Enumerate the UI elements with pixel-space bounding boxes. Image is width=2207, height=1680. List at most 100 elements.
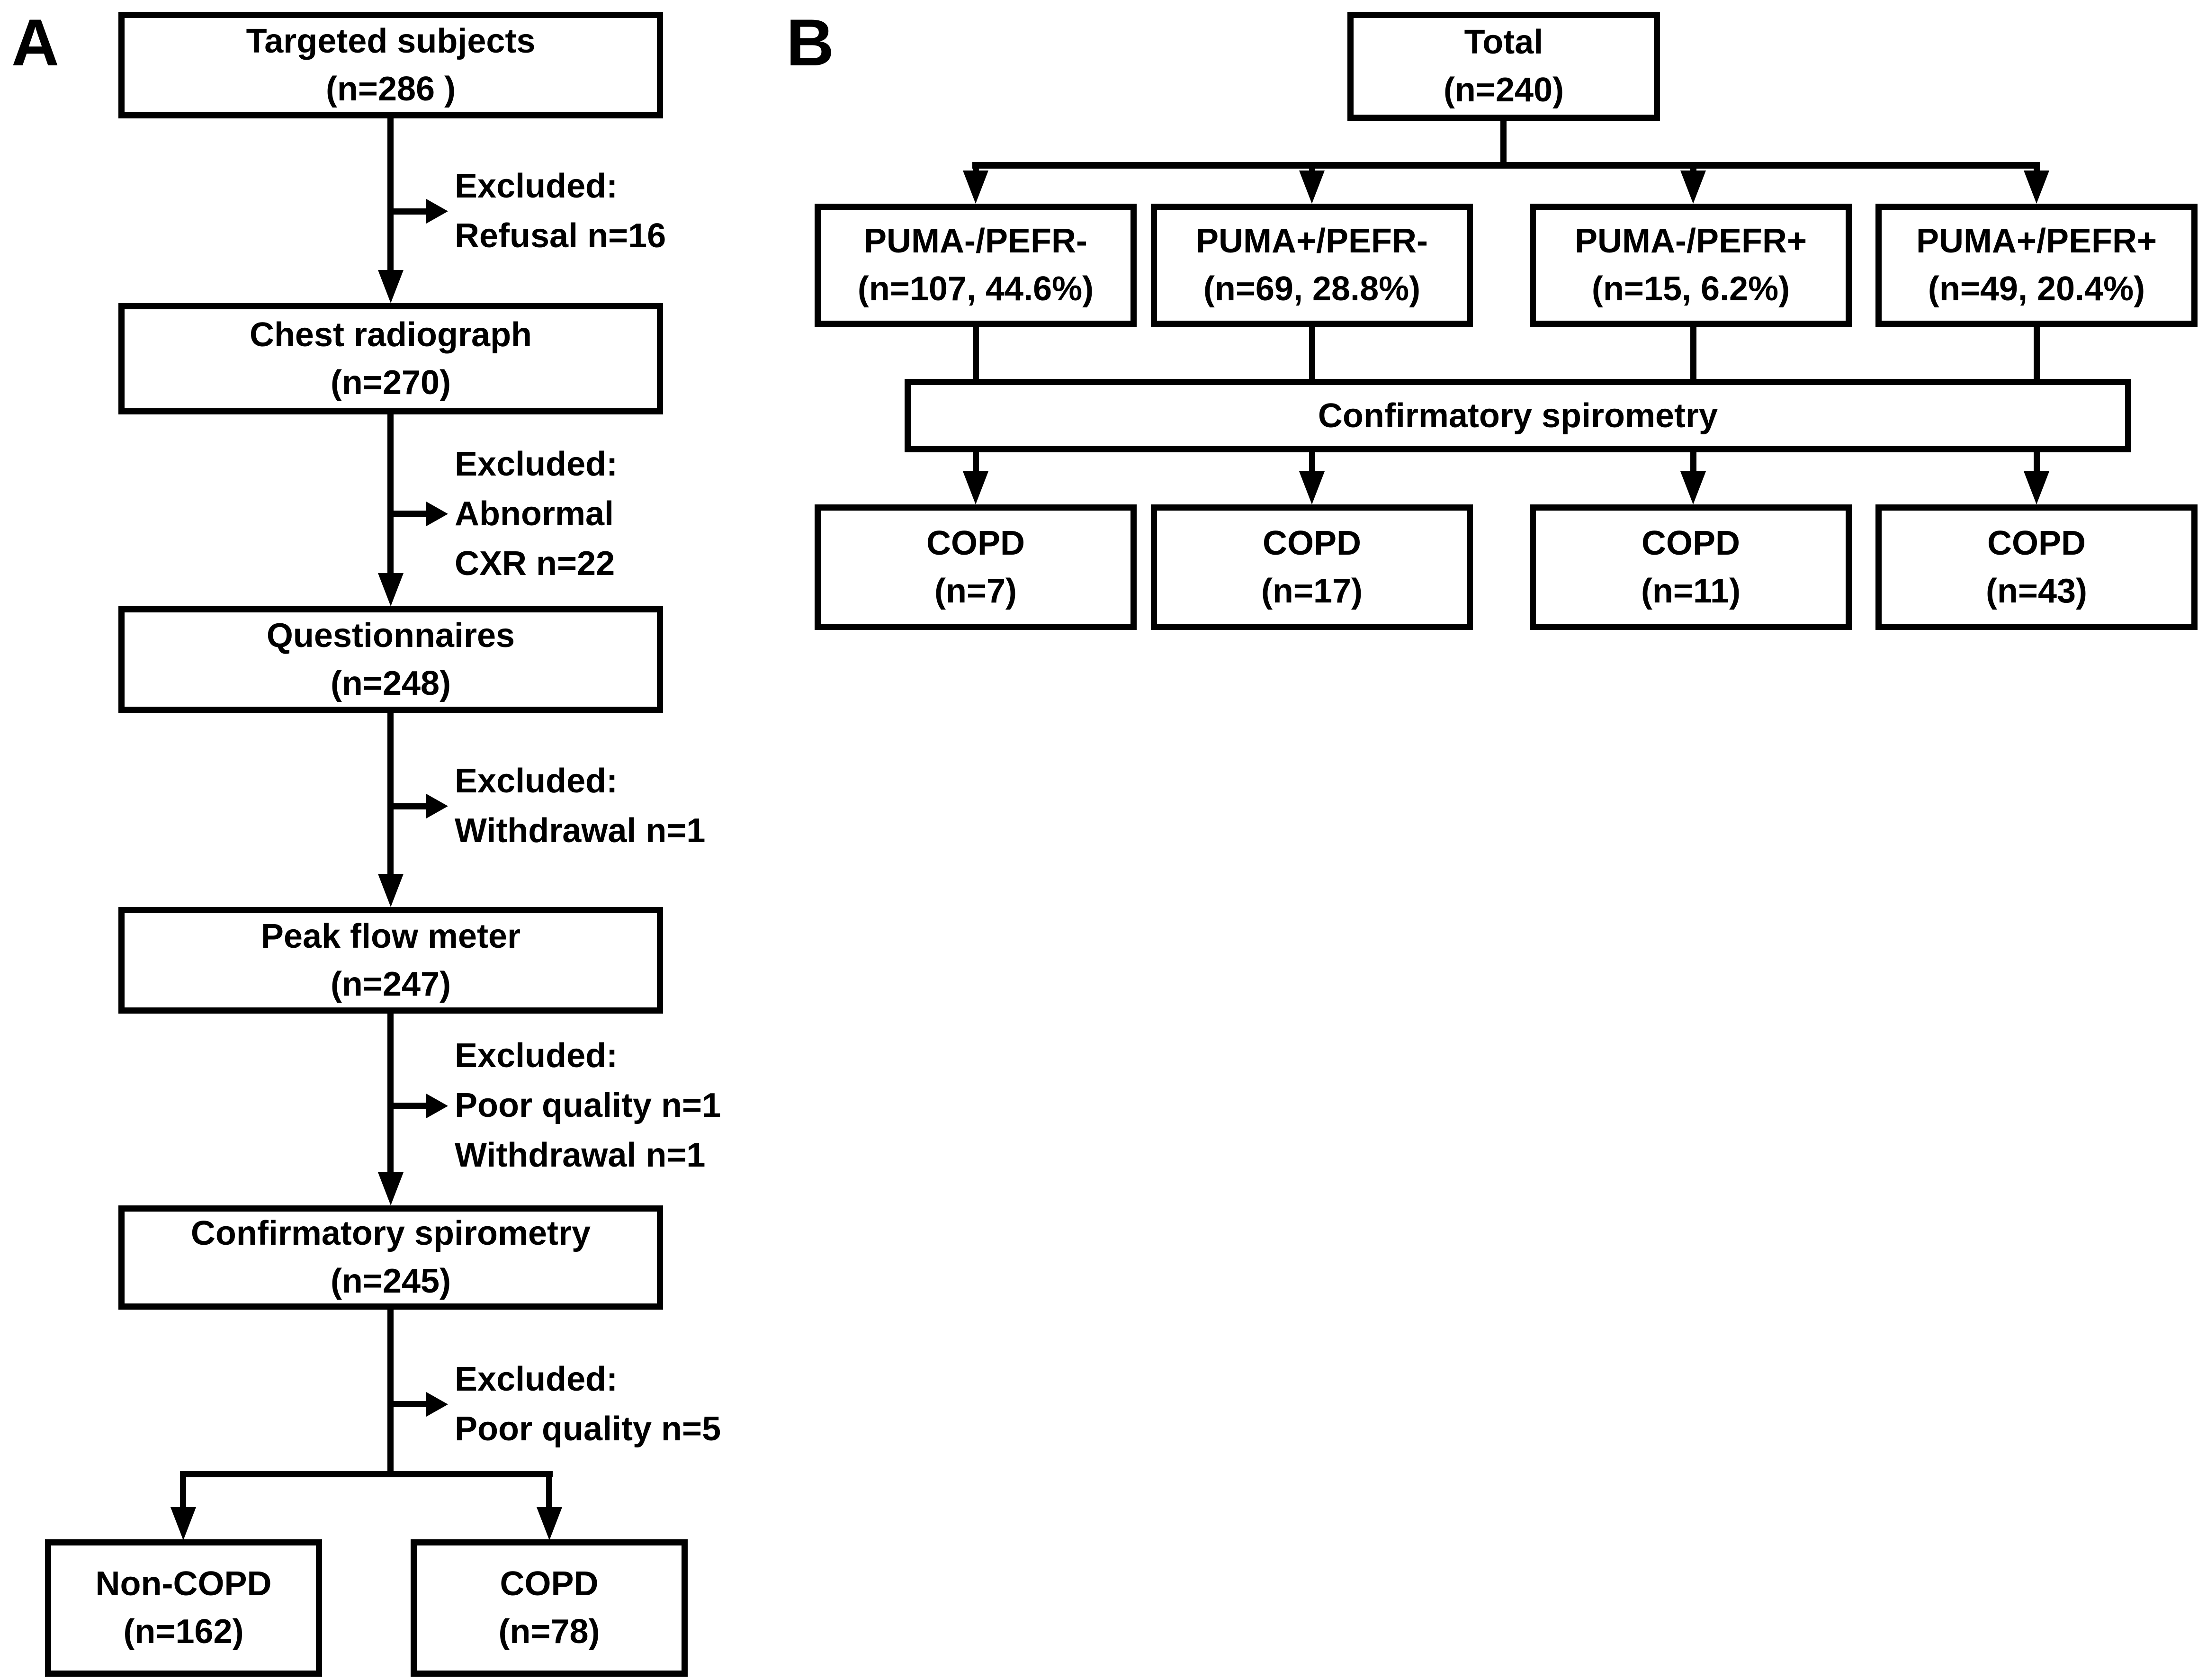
total-drop-line [1500,121,1507,166]
distribution-line-b [972,162,2040,169]
connector-a4-line [387,1014,394,1177]
exclusion-note-4-line3: Withdrawal n=1 [455,1136,706,1174]
box-copd-a-title: COPD [500,1565,599,1603]
arrow-down-copd2-icon [1299,471,1325,504]
arrow-down-copd3-icon [1680,471,1706,504]
box-group-puma-neg-pefr-neg: PUMA-/PEFR- (n=107, 44.6%) [815,204,1137,327]
group3-spiro-line [1690,327,1696,379]
box-copd-outcome-3: COPD (n=11) [1530,504,1852,630]
branch-a3-line [391,803,426,809]
box-copd-outcome-1-title: COPD [926,524,1025,562]
branch-a4-line [391,1103,426,1109]
box-copd-outcome-4: COPD (n=43) [1875,504,2198,630]
exclusion-note-5-line1: Excluded: [455,1360,618,1398]
box-non-copd-count: (n=162) [123,1613,244,1651]
box-chest-radiograph-title: Chest radiograph [249,315,532,354]
box-copd-outcome-4-count: (n=43) [1985,572,2088,610]
arrow-down-group4-icon [2024,171,2049,204]
box-confirmatory-spirometry-b: Confirmatory spirometry [905,379,2131,452]
box-copd-outcome-3-count: (n=11) [1641,572,1741,610]
arrow-down-group2-icon [1299,171,1325,204]
exclusion-note-2: Excluded: Abnormal CXR n=22 [455,440,618,589]
group4-spiro-line [2034,327,2040,379]
exclusion-note-5-line2: Poor quality n=5 [455,1410,721,1448]
box-group3-title: PUMA-/PEFR+ [1574,222,1807,260]
exclusion-note-2-line3: CXR n=22 [455,545,615,583]
box-confirmatory-spirometry-a-title: Confirmatory spirometry [190,1214,591,1252]
box-group2-count: (n=69, 28.8%) [1203,270,1421,308]
connector-a5-line [387,1310,394,1477]
exclusion-note-4: Excluded: Poor quality n=1 Withdrawal n=… [455,1031,721,1180]
exclusion-note-2-line2: Abnormal [455,495,614,533]
box-chest-radiograph-count: (n=270) [330,363,451,402]
box-total-title: Total [1464,23,1543,61]
box-copd-outcome-2-count: (n=17) [1261,572,1363,610]
arrow-down-group3-icon [1680,171,1706,204]
box-targeted-subjects-title: Targeted subjects [246,22,536,60]
box-peak-flow-meter: Peak flow meter (n=247) [118,907,663,1014]
arrow-right-a5-icon [426,1392,448,1417]
arrow-down-copd4-icon [2024,471,2049,504]
exclusion-note-5: Excluded: Poor quality n=5 [455,1355,721,1454]
arrow-down-a2-icon [378,573,404,606]
arrow-right-a2-icon [426,502,448,526]
box-copd-outcome-4-title: COPD [1987,524,2086,562]
box-copd-outcome-1-count: (n=7) [934,572,1017,610]
box-copd-a-count: (n=78) [498,1613,600,1651]
panel-b-label: B [786,5,834,80]
exclusion-note-1-line2: Refusal n=16 [455,217,666,255]
box-copd-outcome-2: COPD (n=17) [1151,504,1473,630]
connector-a2-line [387,414,394,578]
arrow-down-copd1-icon [963,471,988,504]
exclusion-note-3: Excluded: Withdrawal n=1 [455,756,705,856]
spiro-copd2-line [1309,452,1315,476]
box-targeted-subjects: Targeted subjects (n=286 ) [118,12,663,118]
spiro-copd4-line [2034,452,2040,476]
spiro-copd1-line [973,452,979,476]
box-group3-count: (n=15, 6.2%) [1591,270,1790,308]
box-copd-outcome-1: COPD (n=7) [815,504,1137,630]
box-group-puma-neg-pefr-pos: PUMA-/PEFR+ (n=15, 6.2%) [1530,204,1852,327]
arrow-right-a3-icon [426,794,448,818]
arrow-down-a1-icon [378,270,404,303]
split-drop-right-line [546,1471,552,1512]
box-confirmatory-spirometry-a: Confirmatory spirometry (n=245) [118,1205,663,1310]
box-confirmatory-spirometry-b-title: Confirmatory spirometry [1318,396,1718,435]
arrow-right-a1-icon [426,199,448,224]
arrow-down-group1-icon [963,171,988,204]
branch-a2-line [391,511,426,517]
box-non-copd: Non-COPD (n=162) [45,1539,322,1677]
exclusion-note-1-line1: Excluded: [455,167,618,205]
exclusion-note-1: Excluded: Refusal n=16 [455,162,666,261]
box-questionnaires: Questionnaires (n=248) [118,606,663,713]
exclusion-note-4-line2: Poor quality n=1 [455,1087,721,1124]
panel-a-label: A [11,5,60,80]
exclusion-note-3-line1: Excluded: [455,762,618,800]
exclusion-note-4-line1: Excluded: [455,1037,618,1075]
arrow-down-a3-icon [378,874,404,907]
box-confirmatory-spirometry-a-count: (n=245) [330,1262,451,1300]
group2-spiro-line [1309,327,1315,379]
branch-a5-line [391,1401,426,1407]
branch-a1-line [391,208,426,215]
box-group4-title: PUMA+/PEFR+ [1916,222,2157,260]
arrow-right-a4-icon [426,1094,448,1118]
box-copd-a: COPD (n=78) [411,1539,688,1677]
arrow-down-a4-icon [378,1172,404,1205]
connector-a1-line [387,118,394,275]
box-copd-outcome-2-title: COPD [1262,524,1362,562]
box-peak-flow-meter-title: Peak flow meter [260,917,521,955]
box-non-copd-title: Non-COPD [95,1565,272,1603]
exclusion-note-3-line2: Withdrawal n=1 [455,812,706,850]
box-group1-title: PUMA-/PEFR- [864,222,1087,260]
box-group-puma-pos-pefr-neg: PUMA+/PEFR- (n=69, 28.8%) [1151,204,1473,327]
spiro-copd3-line [1690,452,1696,476]
box-group1-count: (n=107, 44.6%) [857,270,1094,308]
box-copd-outcome-3-title: COPD [1641,524,1740,562]
arrow-down-noncopd-icon [170,1507,196,1540]
box-questionnaires-count: (n=248) [330,664,451,702]
arrow-down-copd-a-icon [537,1507,562,1540]
box-total-count: (n=240) [1443,71,1564,109]
split-line-a [180,1471,553,1477]
